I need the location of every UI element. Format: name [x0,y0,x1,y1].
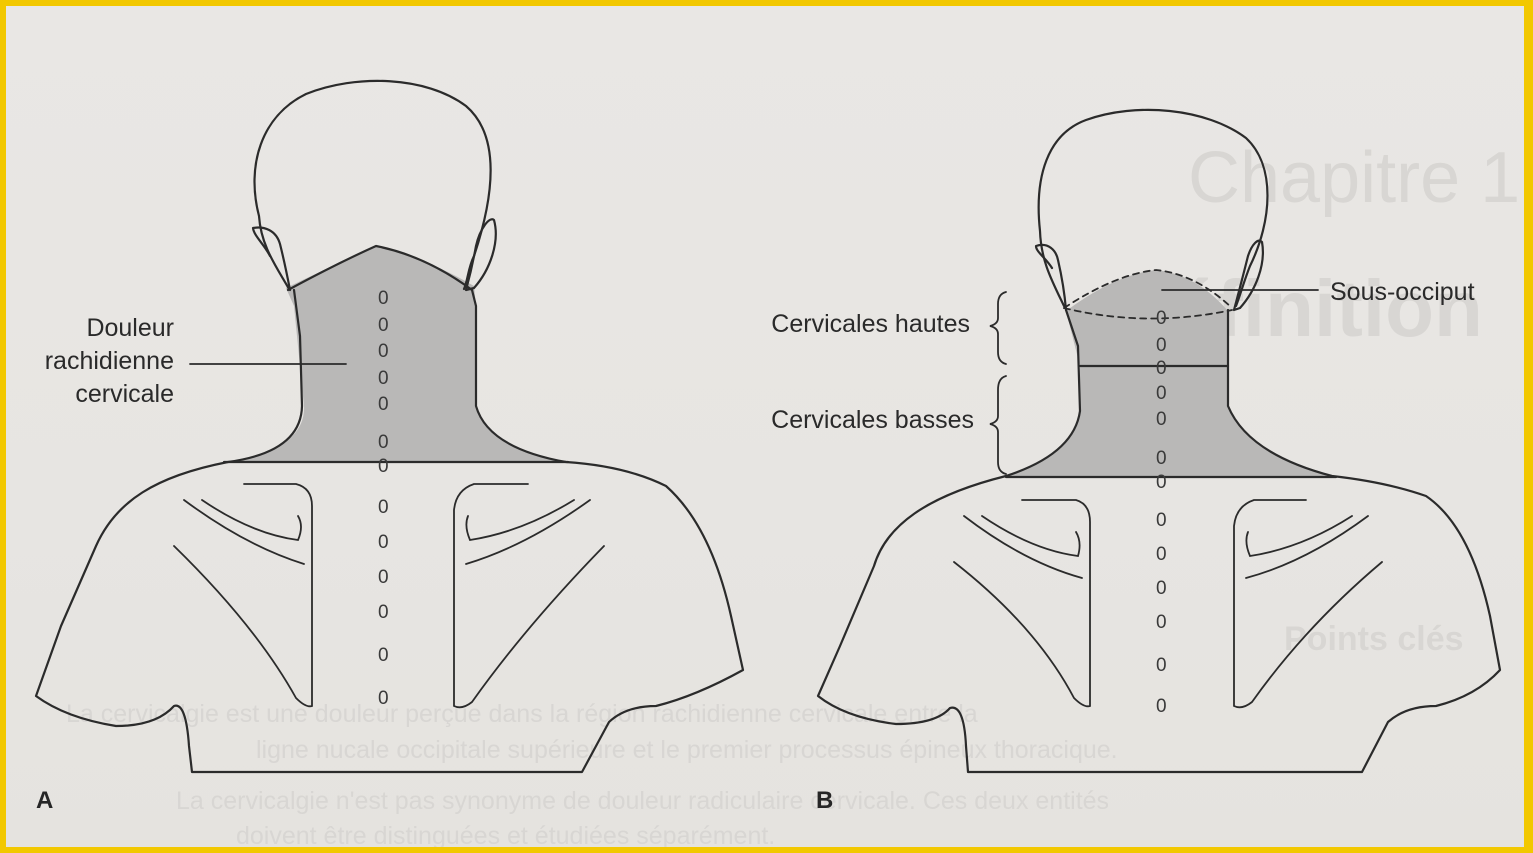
panel-a-vertebra: 0 [378,456,389,477]
panel-b-vertebra: 0 [1156,655,1167,676]
background-page-text: Chapitre 1 Définition Points clés La cer… [66,138,1520,847]
ghost-line-2: ligne nucale occipitale supérieure et le… [256,736,1118,764]
panel-a-letter: A [36,787,53,814]
panel-a-right-scapula [454,484,604,707]
panel-a-vertebra: 0 [378,341,389,362]
panel-a-vertebra: 0 [378,688,389,709]
panel-a-label-line-1: Douleur [86,314,174,342]
panel-a-vertebra: 0 [378,288,389,309]
panel-b-vertebra: 0 [1156,544,1167,565]
panel-b-vertebra: 0 [1156,409,1167,430]
panel-a-spine: 0 0 0 0 0 0 0 0 0 0 0 0 0 [378,288,389,709]
panel-b-left-scapula [954,500,1090,706]
cervical-pain-figure: Chapitre 1 Définition Points clés La cer… [6,6,1524,847]
panel-b-label-upper: Cervicales hautes [771,310,970,338]
panel-b-vertebra: 0 [1156,448,1167,469]
panel-b-vertebra: 0 [1156,383,1167,404]
panel-b-label-suboccipital: Sous-occiput [1330,278,1475,306]
ghost-line-3: La cervicalgie n'est pas synonyme de dou… [176,787,1109,815]
panel-b-brace-lower [990,376,1006,474]
panel-a-cervical-region [224,246,566,462]
ghost-line-1: La cervicalgie est une douleur perçue da… [66,700,978,728]
panel-a-vertebra: 0 [378,532,389,553]
panel-b-vertebra: 0 [1156,612,1167,633]
panel-b-right-scapula [1234,500,1382,707]
ghost-heading-1: Chapitre 1 [1188,138,1520,218]
panel-b-label-lower: Cervicales basses [771,406,974,434]
panel-a-vertebra: 0 [378,602,389,623]
panel-a-left-scapula [174,484,312,706]
panel-a-vertebra: 0 [378,315,389,336]
photo-frame: Chapitre 1 Définition Points clés La cer… [6,6,1524,847]
panel-b-letter: B [816,787,833,814]
panel-a-vertebra: 0 [378,497,389,518]
panel-b-vertebra: 0 [1156,335,1167,356]
panel-b-vertebra: 0 [1156,308,1167,329]
panel-b-vertebra: 0 [1156,358,1167,379]
ghost-line-4: doivent être distinguées et étudiées sép… [236,822,775,847]
panel-a-vertebra: 0 [378,432,389,453]
ghost-section-title: Points clés [1284,620,1464,658]
panel-a-right-ear [466,219,496,290]
panel-a-vertebra: 0 [378,394,389,415]
panel-a-label-line-2: rachidienne [45,347,174,375]
panel-b-vertebra: 0 [1156,696,1167,717]
panel-a-vertebra: 0 [378,567,389,588]
panel-a-vertebra: 0 [378,645,389,666]
panel-b-spine: 0 0 0 0 0 0 0 0 0 0 0 0 0 [1156,308,1167,717]
panel-b-vertebra: 0 [1156,510,1167,531]
panel-b-brace-upper [990,292,1006,364]
panel-a-vertebra: 0 [378,368,389,389]
panel-b-vertebra: 0 [1156,472,1167,493]
panel-b-vertebra: 0 [1156,578,1167,599]
panel-a-label-line-3: cervicale [75,380,174,408]
